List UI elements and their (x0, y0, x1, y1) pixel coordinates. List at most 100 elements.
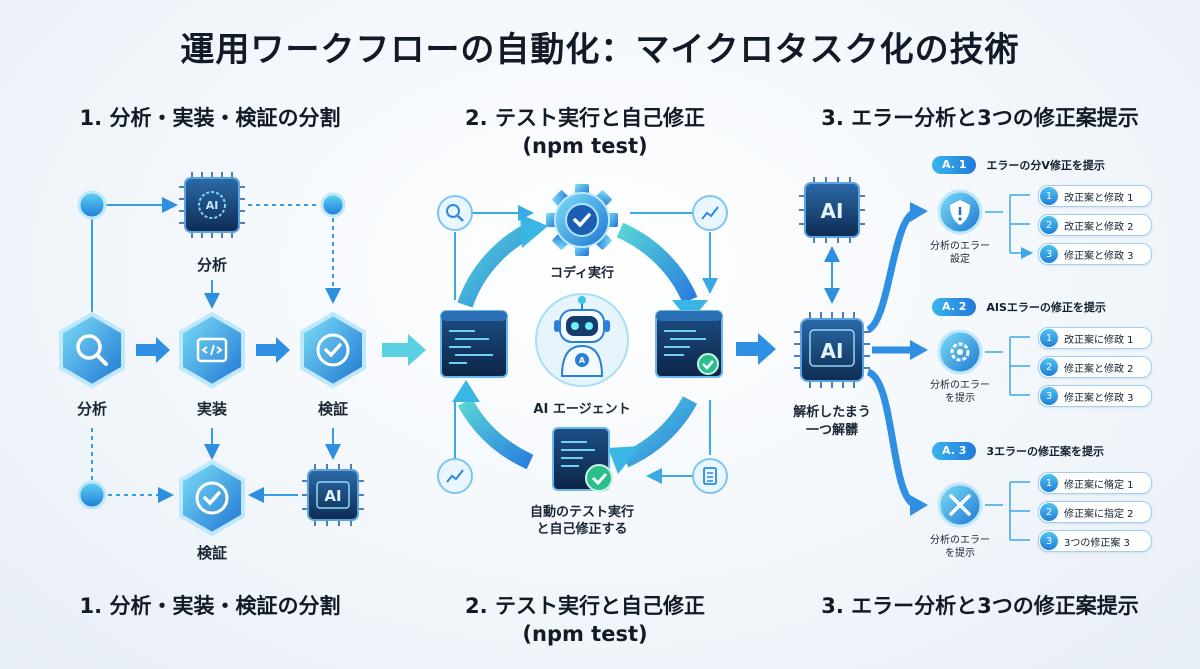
section2-lines (454, 205, 718, 484)
group-a2-caption: 分析のエラー を提示 (925, 379, 995, 405)
group-a2-item-3: 3 修正案と修政 3 (1038, 385, 1152, 407)
section2-heading-line2: (npm test) (522, 134, 648, 158)
section1-flow-arrows (136, 337, 290, 363)
ai-chip-sec1-bottom (302, 464, 364, 526)
hex-analysis (59, 311, 125, 389)
group-a1-item-2-text: 改正案と修政 2 (1064, 221, 1134, 233)
group-a1-tag: A. 1 (932, 156, 977, 174)
ai-chip-sec1-top-text: AI (206, 199, 219, 212)
growth-chart-icon (437, 458, 473, 494)
group-a2-item-2-num: 2 (1040, 358, 1058, 376)
group-a2-header: A. 2 AISエラーの修正を提示 (932, 298, 1106, 316)
robot-agent-icon (535, 293, 629, 387)
group-a3-item-1-num: 1 (1040, 474, 1058, 492)
group-a2-item-1-text: 改正案に修政 1 (1064, 334, 1134, 346)
group-a2-caption-line1: 分析のエラー (930, 380, 990, 391)
code-window-right-check (655, 310, 723, 378)
node-label-verification: 検証 (317, 400, 348, 418)
cycle-arrowheads (452, 214, 708, 474)
ai-chip-sec3-mid-text: AI (821, 339, 844, 363)
group-a3-item-2-num: 2 (1040, 503, 1058, 521)
group-a2-title: AISエラーの修正を提示 (986, 301, 1106, 314)
group-a3-tag: A. 3 (932, 442, 977, 460)
robot-badge-text: A (579, 356, 586, 365)
arrow-sec2-to-sec3 (736, 333, 776, 365)
code-window-left (440, 310, 508, 378)
group-a2-item-1-num: 1 (1040, 329, 1058, 347)
auto-test-label-line1: 自動のテスト実行 (529, 505, 634, 520)
branch-arrows (865, 208, 918, 509)
section3-footer: 3. エラー分析と3つの修正案提示 (821, 594, 1139, 618)
section2-footer-line1: 2. テスト実行と自己修正 (465, 594, 705, 618)
group-a3-item-3: 3 3つの修正案 3 (1038, 530, 1152, 552)
document-check-icon (552, 427, 613, 492)
section2-footer: 2. テスト実行と自己修正 (npm test) (420, 592, 750, 648)
gear-check-icon (546, 184, 618, 256)
node-label-implementation: 実装 (196, 400, 227, 418)
auto-test-label: 自動のテスト実行 と自己修正する (512, 504, 652, 538)
analysis-caption-line2: 一つ解髒 (805, 423, 858, 438)
section1-lines (91, 197, 341, 503)
node-dot-top-right (320, 192, 346, 218)
group-a1-caption: 分析のエラー 設定 (925, 240, 995, 266)
group-a1-item-1: 1 改正案と修政 1 (1038, 185, 1152, 207)
group-a3-title: 3エラーの修正案を提示 (986, 445, 1105, 458)
group-a3-item-3-text: 3つの修正案 3 (1064, 537, 1130, 549)
section2-heading-line1: 2. テスト実行と自己修正 (465, 106, 705, 130)
hex-verification (300, 311, 366, 389)
group-a3-header: A. 3 3エラーの修正案を提示 (932, 442, 1104, 460)
section2-footer-line2: (npm test) (522, 622, 648, 646)
chip-label-analysis: 分析 (196, 256, 227, 274)
group-a2-item-2-text: 修正案と修政 2 (1064, 363, 1134, 375)
group-a1-item-2: 2 改正案と修政 2 (1038, 214, 1152, 236)
hex-implementation (179, 311, 245, 389)
node-label-bottom-verify: 検証 (196, 544, 227, 562)
ai-chip-sec1-bottom-text: AI (324, 487, 341, 505)
auto-test-label-line2: と自己修正する (536, 522, 628, 537)
gear-cycle-icon (937, 329, 983, 375)
ai-chip-sec3-top (799, 177, 865, 243)
group-a3-item-1-text: 修正案に脩定 1 (1064, 479, 1134, 491)
cycle-arrows (457, 222, 698, 470)
item-brackets (985, 194, 1030, 541)
document-list-icon (692, 458, 728, 494)
node-dot-bottom-left (77, 480, 107, 510)
arrow-sec1-to-sec2 (382, 334, 426, 366)
branch-arrowheads (910, 202, 928, 516)
group-a1-item-1-num: 1 (1040, 187, 1058, 205)
group-a3-item-3-num: 3 (1040, 532, 1058, 550)
group-a2-caption-line2: を提示 (945, 393, 975, 404)
group-a1-caption-line2: 設定 (950, 254, 970, 265)
ai-chip-sec3-top-text: AI (821, 199, 844, 223)
group-a3-item-1: 1 修正案に脩定 1 (1038, 472, 1152, 494)
section1-heading: 1. 分析・実装・検証の分割 (79, 106, 341, 130)
group-a2-item-3-text: 修正案と修政 3 (1064, 392, 1134, 404)
group-a3-item-2-text: 修正案に指定 2 (1064, 508, 1134, 520)
group-a3-item-2: 2 修正案に指定 2 (1038, 501, 1152, 523)
node-label-analysis: 分析 (76, 400, 107, 418)
analysis-caption: 解析したまう 一つ解髒 (782, 404, 882, 440)
group-a3-caption: 分析のエラー を提示 (925, 534, 995, 560)
group-a1-item-1-text: 改正案と修政 1 (1064, 192, 1134, 204)
trend-chart-icon (692, 195, 728, 231)
section2-heading: 2. テスト実行と自己修正 (npm test) (420, 104, 750, 160)
group-a1-item-3-text: 修正案と修政 3 (1064, 250, 1134, 262)
search-icon (437, 195, 473, 231)
group-a2-item-2: 2 修正案と修政 2 (1038, 356, 1152, 378)
analysis-caption-line1: 解析したまう (793, 405, 871, 420)
group-a1-header: A. 1 エラーの分V修正を提示 (932, 156, 1105, 174)
group-a1-item-3-num: 3 (1040, 245, 1058, 263)
group-a1-title: エラーの分V修正を提示 (986, 159, 1105, 172)
group-a3-caption-line1: 分析のエラー (930, 535, 990, 546)
hex-bottom-verify (179, 459, 245, 537)
group-a1-item-2-num: 2 (1040, 216, 1058, 234)
group-a1-caption-line1: 分析のエラー (930, 241, 990, 252)
group-a3-caption-line2: を提示 (945, 548, 975, 559)
warning-shield-icon (937, 189, 983, 235)
group-a2-item-3-num: 3 (1040, 387, 1058, 405)
ai-agent-label: AI エージェント (533, 402, 631, 417)
section3-heading: 3. エラー分析と3つの修正案提示 (821, 106, 1139, 130)
ai-chip-sec1-top (179, 172, 245, 238)
page-title: 運用ワークフローの自動化：マイクロタスク化の技術 (180, 30, 1020, 70)
